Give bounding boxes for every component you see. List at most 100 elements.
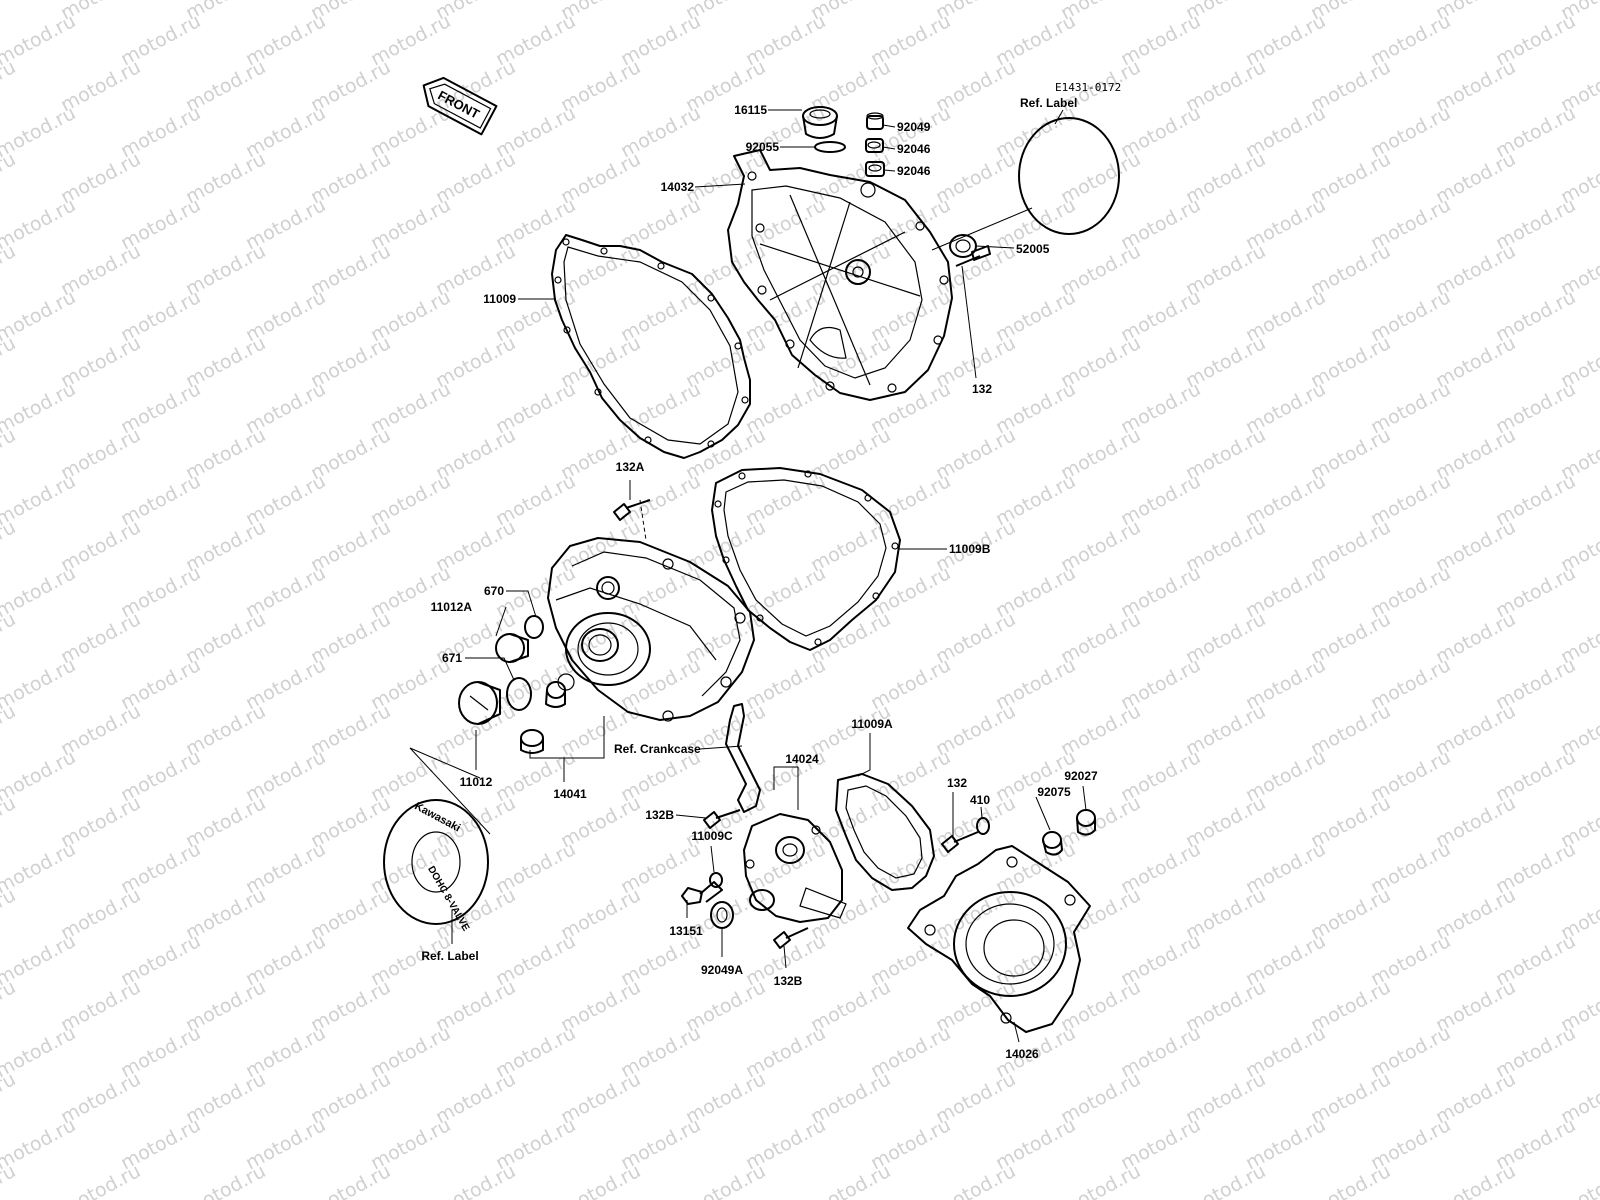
watermark-text: motod.ru [1182,1160,1269,1200]
watermark-text: motod.ru [0,1022,79,1082]
plug-92046-upper [865,138,884,153]
watermark-text: motod.ru [1557,1160,1600,1200]
watermark-text: motod.ru [57,1160,144,1200]
bolt-132B-left [703,809,741,829]
callout-132B-left: 132B [645,808,674,822]
dowel-pin-lower [520,729,544,754]
callout-ref-label-top: Ref. Label [1020,96,1077,110]
callout-14041: 14041 [553,787,587,801]
bolt-132-mid [941,831,979,853]
callout-11009C: 11009C [691,829,733,843]
washer-410 [976,817,990,835]
bolt-132B-bottom [773,927,809,949]
callout-670: 670 [484,584,504,598]
callout-16115: 16115 [734,103,767,117]
watermark-text: motod.ru [182,1160,269,1200]
callout-ref-label-bottom: Ref. Label [421,949,478,963]
watermark-text: motod.ru [0,56,19,116]
bolt-132-top [955,245,991,267]
callout-ref-crankcase: Ref. Crankcase [614,742,701,756]
callout-11009A: 11009A [851,717,893,731]
gasket-11009A [835,773,935,891]
watermark-text: motod.ru [0,424,19,484]
watermark-text: motod.ru [0,332,19,392]
callout-132-mid: 132 [947,776,967,790]
water-pump-body [743,813,847,923]
watermark-text: motod.ru [0,976,19,1036]
watermark-text: motod.ru [0,654,79,714]
ref-label-disc-top [1018,117,1120,235]
callout-92049A: 92049A [701,963,743,977]
clutch-cover [727,149,953,401]
watermark-text: motod.ru [807,1160,894,1200]
watermark-text: motod.ru [0,516,19,576]
plug-92046-lower [865,161,885,177]
drawing-code: E1431-0172 [1055,81,1121,94]
watermark-text: motod.ru [0,1114,79,1174]
callout-92049: 92049 [897,120,931,134]
callout-11012A: 11012A [431,600,473,614]
watermark-text: motod.ru [0,0,19,24]
callout-410: 410 [970,793,990,807]
watermark-text: motod.ru [0,792,19,852]
collar-92075 [1042,831,1063,856]
watermark-text: motod.ru [0,884,19,944]
watermark-text: motod.ru [0,838,79,898]
plug-92049 [866,112,884,130]
watermark-text: motod.ru [0,1068,19,1128]
gasket-11009-holes [554,238,749,448]
watermark-text: motod.ru [0,746,79,806]
watermark-text: motod.ru [0,930,79,990]
callout-92027: 92027 [1064,769,1098,783]
generator-cover [547,537,755,722]
callout-132A: 132A [616,460,645,474]
callout-92046-upper: 92046 [897,142,931,156]
watermark-text: motod.ru [0,194,79,254]
watermark-text: motod.ru [432,1160,519,1200]
callout-labels: 16115 92049 92055 92046 92046 14032 Ref.… [421,96,1098,1061]
callout-132B-bottom: 132B [774,974,803,988]
plug-11012A [495,633,529,663]
callout-14032: 14032 [661,180,695,194]
callout-11009: 11009 [483,292,516,306]
watermark-text: motod.ru [0,286,79,346]
leader-lines [409,109,1087,1043]
plug-11012 [458,681,501,725]
dowel-pin-upper [545,681,566,708]
washer-11009C [709,872,723,888]
callout-14024: 14024 [785,752,819,766]
watermark-text: motod.ru [0,470,79,530]
fitting-13151 [681,881,723,905]
callout-92075: 92075 [1037,785,1071,799]
watermark-text: motod.ru [0,10,79,70]
oil-filler-cap [802,106,838,139]
o-ring-671 [506,677,532,711]
callout-11009B: 11009B [949,542,991,556]
watermark-text: motod.ru [0,562,79,622]
watermark-text: motod.ru [0,148,19,208]
gasket-11009B-holes [714,470,899,646]
callout-92055: 92055 [746,140,780,154]
watermark-text: motod.ru [307,1160,394,1200]
watermark-text: motod.ru [0,700,19,760]
watermark-text: motod.ru [0,240,19,300]
callout-13151: 13151 [669,924,703,938]
callout-14026: 14026 [1005,1047,1039,1061]
callout-52005: 52005 [1016,242,1050,256]
watermark-text: motod.ru [1307,1160,1394,1200]
callout-11012: 11012 [460,775,493,789]
o-ring-670 [524,615,544,639]
watermark-text: motod.ru [932,1160,1019,1200]
watermark-text: motod.ru [682,1160,769,1200]
o-ring-92055 [814,141,846,153]
gasket-11009 [551,234,751,459]
sprocket-cover [907,845,1091,1033]
watermark-text: motod.ru [0,378,79,438]
callout-92046-lower: 92046 [897,164,931,178]
watermark-text: motod.ru [1432,1160,1519,1200]
watermark-text: motod.ru [0,102,79,162]
gasket-11009B [711,467,901,651]
watermark-text: motod.ru [0,608,19,668]
